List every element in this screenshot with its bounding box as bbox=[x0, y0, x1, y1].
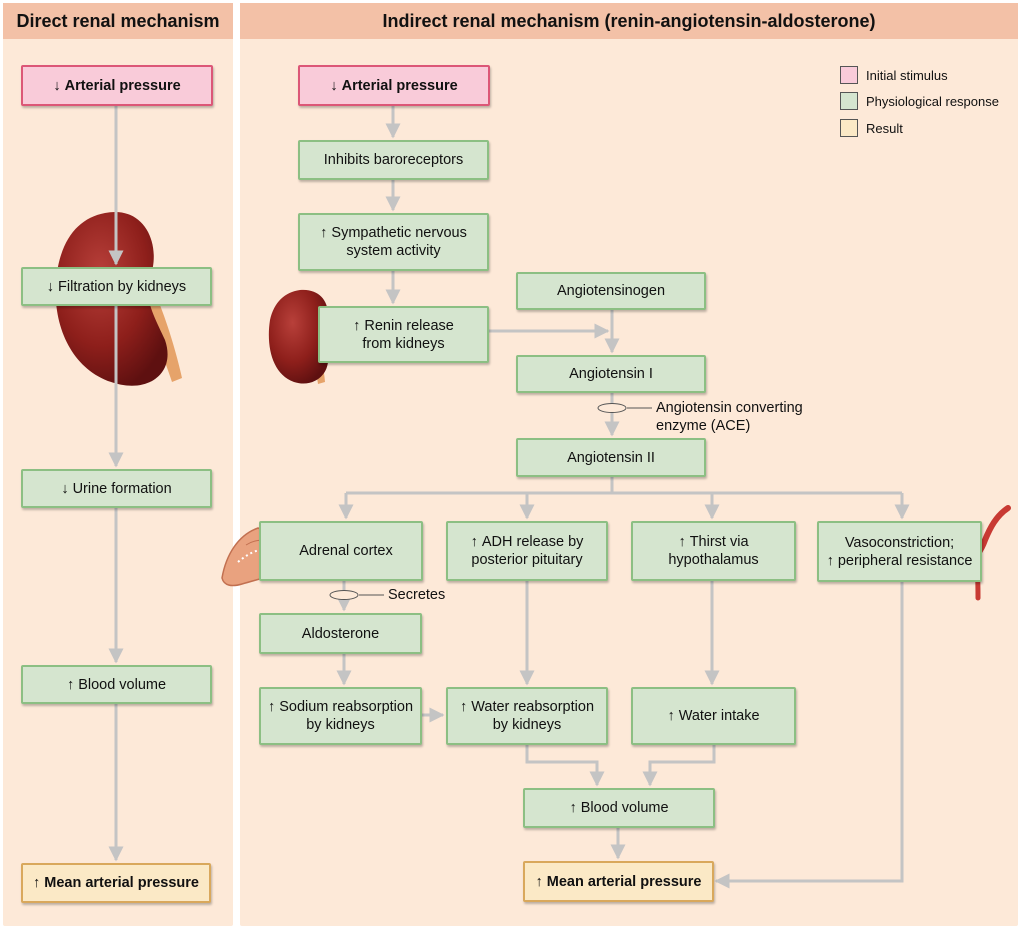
node-label: Inhibits baroreceptors bbox=[323, 152, 464, 168]
inhibits-baroreceptors-box: Inhibits baroreceptors bbox=[298, 140, 489, 180]
vasoconstriction-box: Vasoconstriction; ↑peripheral resistance bbox=[817, 521, 982, 582]
node-label: Angiotensinogen bbox=[556, 283, 666, 299]
up-arrow-icon: ↑ bbox=[66, 676, 75, 693]
direct-panel-title: Direct renal mechanism bbox=[3, 3, 233, 39]
node-label: Blood volume bbox=[580, 800, 669, 816]
node-label: Renin release from kidneys bbox=[362, 317, 454, 352]
up-arrow-icon: ↑ bbox=[353, 317, 361, 334]
adrenal-cortex-box: Adrenal cortex bbox=[259, 521, 423, 581]
renin-release-box: ↑Renin release from kidneys bbox=[318, 306, 489, 363]
down-arrow-icon: ↓ bbox=[46, 278, 55, 295]
node-label: Water reabsorption by kidneys bbox=[471, 699, 595, 733]
legend-swatch-tan bbox=[840, 119, 858, 137]
ace-enzyme-marker bbox=[597, 403, 627, 413]
node-label: Angiotensin II bbox=[567, 449, 655, 466]
node-label: Sodium reabsorption by kidneys bbox=[279, 699, 414, 733]
node-label: Sympathetic nervous system activity bbox=[331, 225, 467, 259]
node-label: Urine formation bbox=[72, 480, 172, 497]
direct-blood-volume-box: ↑Blood volume bbox=[21, 665, 212, 704]
secretes-label: Secretes bbox=[388, 587, 446, 603]
legend-item-physiological-response: Physiological response bbox=[840, 92, 999, 110]
legend-swatch-pink bbox=[840, 66, 858, 84]
node-label: Mean arterial pressure bbox=[44, 875, 199, 891]
direct-mean-arterial-pressure-box: ↑Mean arterial pressure bbox=[21, 863, 211, 903]
indirect-blood-volume-box: ↑Blood volume bbox=[523, 788, 715, 828]
node-label: Mean arterial pressure bbox=[546, 873, 702, 890]
up-arrow-icon: ↑ bbox=[33, 875, 41, 891]
up-arrow-icon: ↑ bbox=[678, 534, 686, 550]
direct-arterial-pressure-box: ↓Arterial pressure bbox=[21, 65, 213, 106]
water-reabsorption-box: ↑Water reabsorption by kidneys bbox=[446, 687, 608, 745]
node-label: Filtration by kidneys bbox=[58, 278, 187, 295]
adh-release-box: ↑ADH release by posterior pituitary bbox=[446, 521, 608, 581]
node-label: Arterial pressure bbox=[64, 77, 181, 94]
node-label: ADH release by posterior pituitary bbox=[471, 534, 584, 568]
node-label: Blood volume bbox=[78, 676, 167, 693]
down-arrow-icon: ↓ bbox=[61, 480, 69, 497]
up-arrow-icon: ↑ bbox=[470, 534, 478, 550]
ace-enzyme-label: Angiotensin converting enzyme (ACE) bbox=[656, 400, 803, 434]
indirect-arterial-pressure-box: ↓Arterial pressure bbox=[298, 65, 490, 106]
indirect-mean-arterial-pressure-box: ↑Mean arterial pressure bbox=[523, 861, 714, 902]
up-arrow-icon: ↑ bbox=[826, 552, 834, 569]
node-label: Water intake bbox=[678, 708, 760, 724]
node-label: peripheral resistance bbox=[837, 552, 973, 569]
thirst-box: ↑Thirst via hypothalamus bbox=[631, 521, 796, 581]
legend-label: Physiological response bbox=[866, 93, 999, 109]
angiotensin-i-box: Angiotensin I bbox=[516, 355, 706, 393]
node-label: Aldosterone bbox=[301, 625, 380, 642]
legend-swatch-green bbox=[840, 92, 858, 110]
up-arrow-icon: ↑ bbox=[667, 708, 675, 724]
up-arrow-icon: ↑ bbox=[267, 699, 276, 715]
legend-label: Result bbox=[866, 120, 903, 136]
aldosterone-box: Aldosterone bbox=[259, 613, 422, 654]
up-arrow-icon: ↑ bbox=[320, 225, 328, 241]
sympathetic-activity-box: ↑Sympathetic nervous system activity bbox=[298, 213, 489, 271]
angiotensin-ii-box: Angiotensin II bbox=[516, 438, 706, 477]
down-arrow-icon: ↓ bbox=[53, 77, 61, 94]
water-intake-box: ↑Water intake bbox=[631, 687, 796, 745]
sodium-reabsorption-box: ↑Sodium reabsorption by kidneys bbox=[259, 687, 422, 745]
node-label: Angiotensin I bbox=[569, 366, 653, 382]
node-label: Adrenal cortex bbox=[299, 543, 393, 559]
node-label: Arterial pressure bbox=[341, 77, 458, 94]
node-label: Thirst via hypothalamus bbox=[668, 534, 759, 568]
down-arrow-icon: ↓ bbox=[330, 77, 338, 94]
up-arrow-icon: ↑ bbox=[569, 800, 577, 816]
node-label: Vasoconstriction; bbox=[844, 534, 955, 551]
legend-item-initial-stimulus: Initial stimulus bbox=[840, 66, 948, 84]
direct-filtration-box: ↓Filtration by kidneys bbox=[21, 267, 212, 306]
direct-urine-formation-box: ↓Urine formation bbox=[21, 469, 212, 508]
kidney-illustration-small bbox=[268, 289, 329, 384]
angiotensinogen-box: Angiotensinogen bbox=[516, 272, 706, 310]
legend-label: Initial stimulus bbox=[866, 67, 948, 83]
legend-item-result: Result bbox=[840, 119, 903, 137]
indirect-panel-title: Indirect renal mechanism (renin-angioten… bbox=[240, 3, 1018, 39]
up-arrow-icon: ↑ bbox=[459, 699, 468, 715]
up-arrow-icon: ↑ bbox=[535, 873, 543, 890]
secretes-marker bbox=[329, 590, 359, 600]
